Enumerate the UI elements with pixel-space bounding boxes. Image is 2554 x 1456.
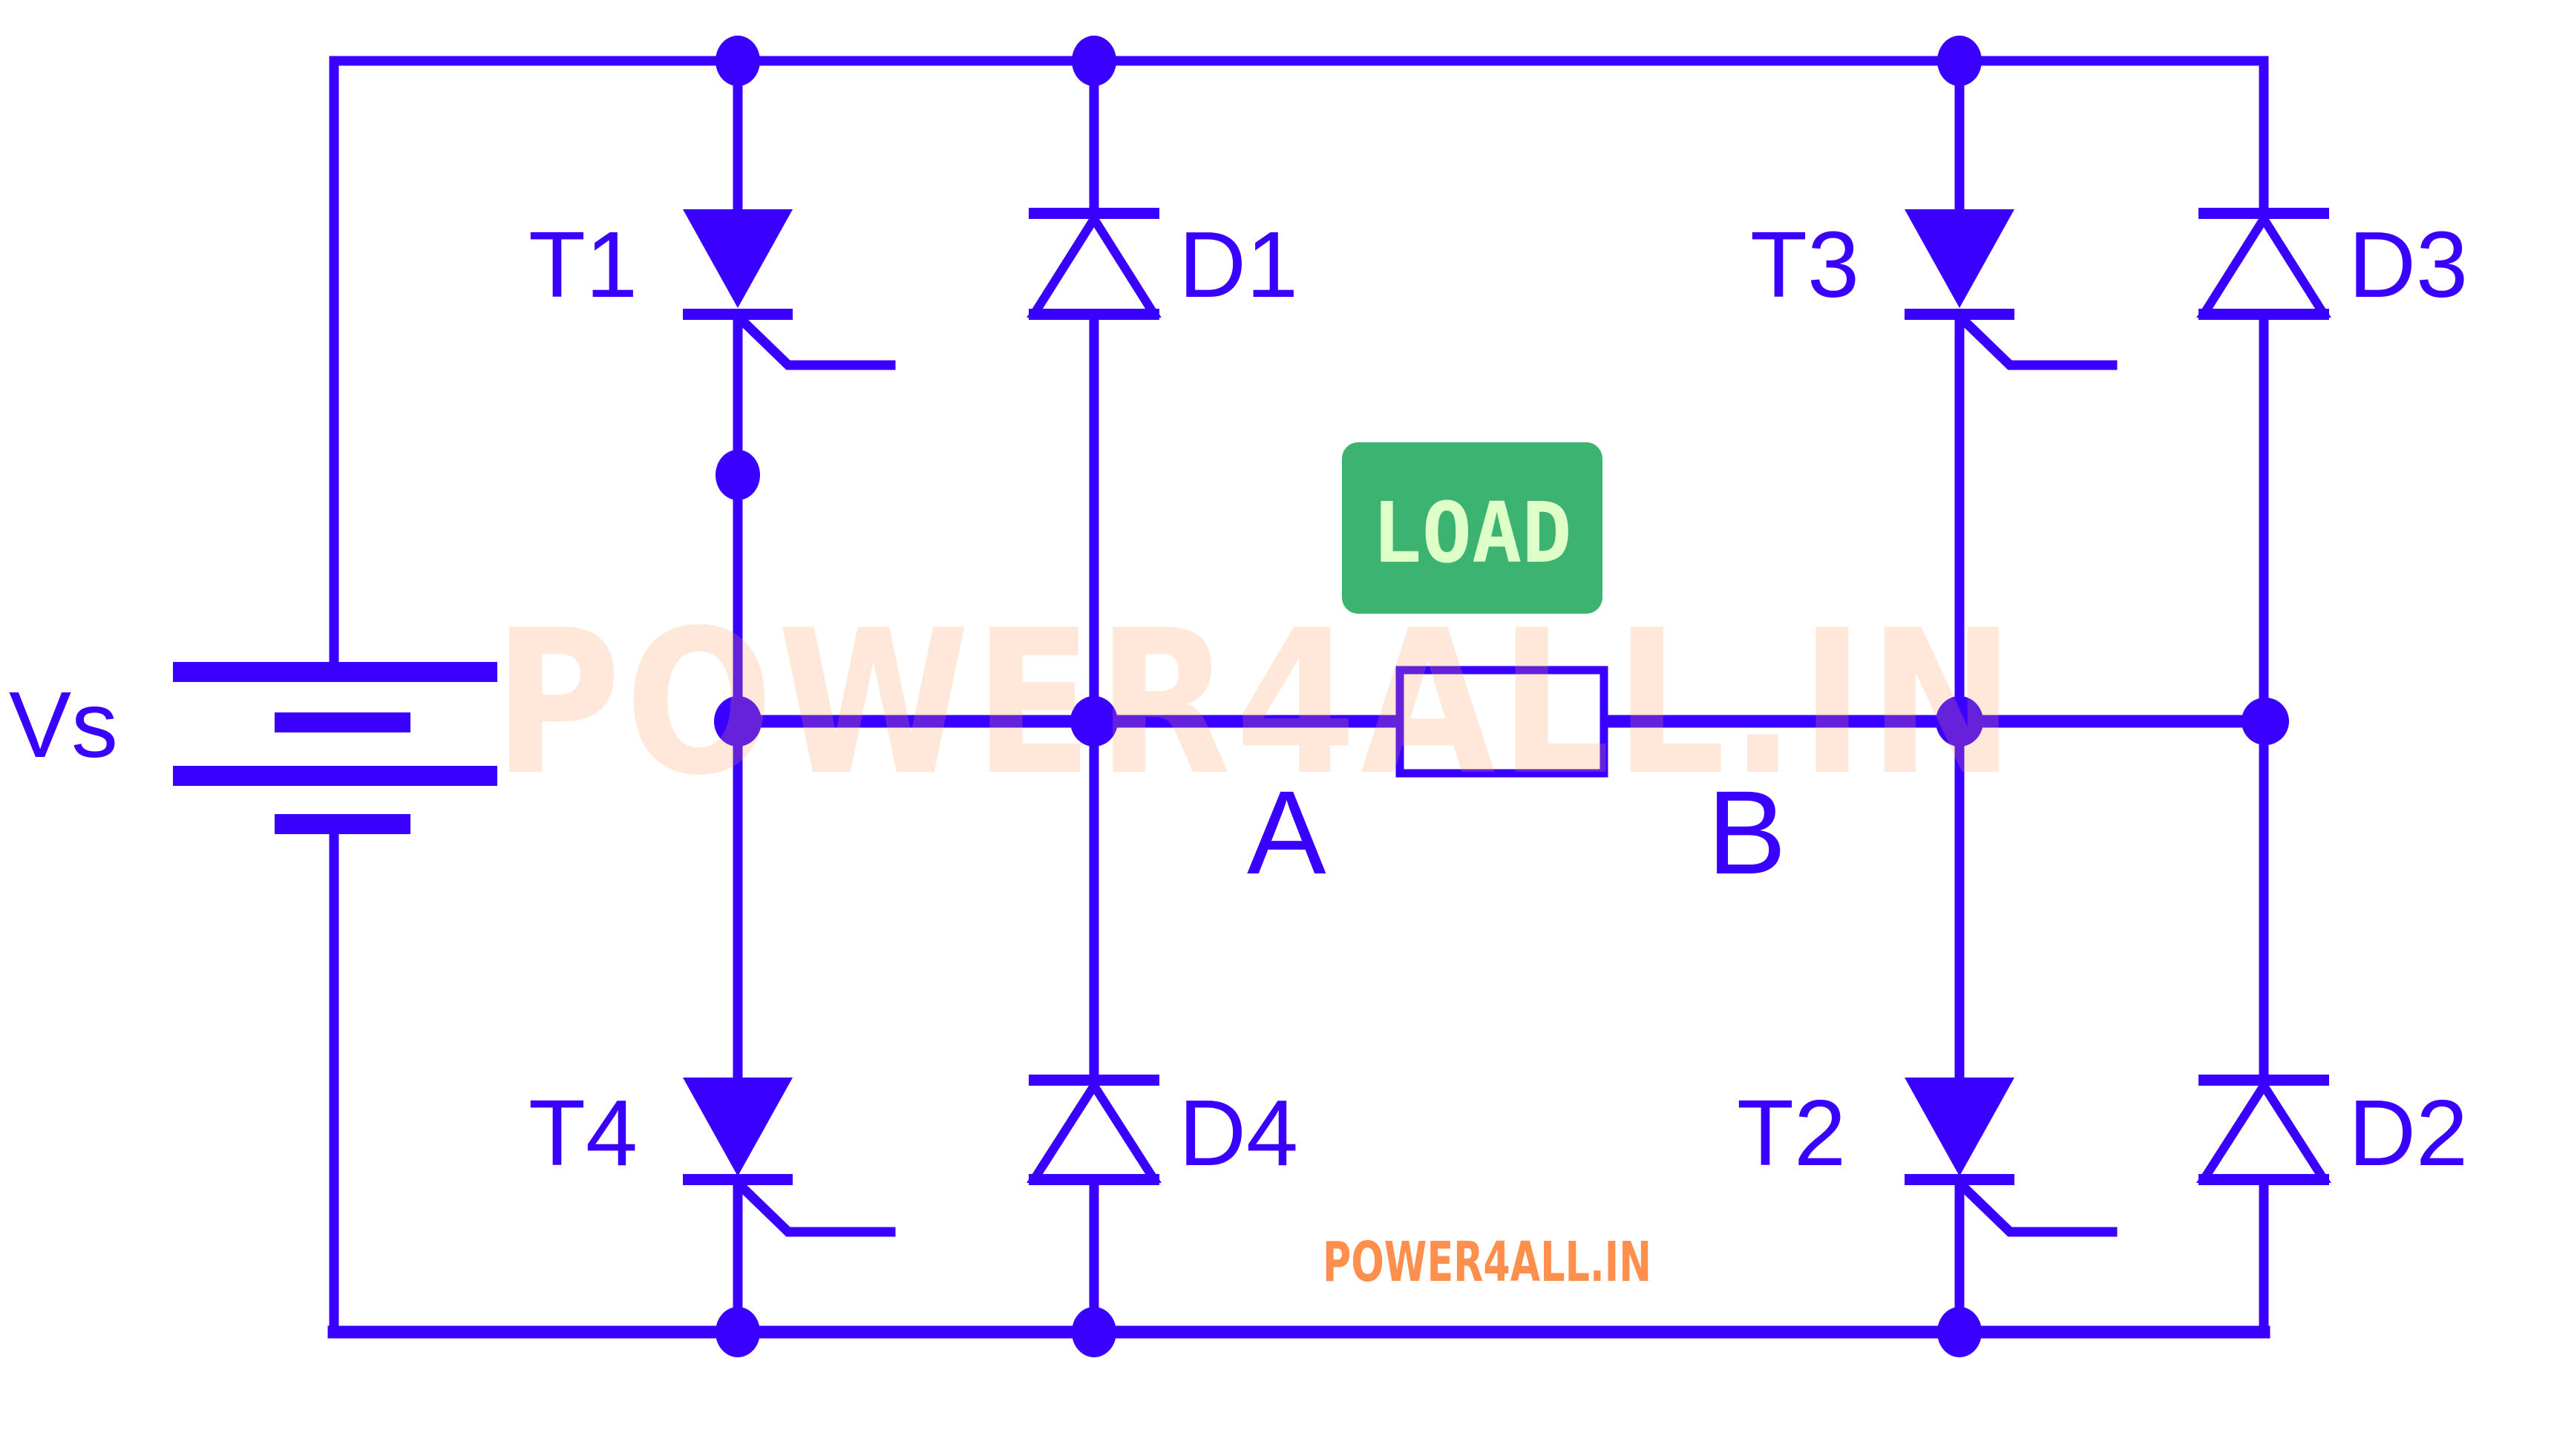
junction-dot xyxy=(716,450,760,500)
watermark-small: POWER4ALL.IN xyxy=(1323,1230,1651,1294)
thyristor-cathode-bar xyxy=(683,309,793,320)
watermark-large: POWER4ALL.IN xyxy=(494,588,2019,819)
thyristor-icon xyxy=(683,209,793,308)
junction-dot xyxy=(1072,1307,1116,1357)
junction-dot xyxy=(1070,696,1118,747)
node-label-b: B xyxy=(1707,766,1787,899)
junction-dot xyxy=(1936,696,1983,747)
diode-d3 xyxy=(2196,208,2331,320)
thyristor-icon xyxy=(1905,209,2014,308)
gate-lead xyxy=(1957,313,2118,370)
thyristor-t1 xyxy=(683,209,896,370)
label-d3: D3 xyxy=(2348,212,2468,317)
load-resistor xyxy=(1395,666,1608,778)
label-d2: D2 xyxy=(2348,1080,2468,1185)
thyristor-t4 xyxy=(683,1078,896,1237)
load-badge: LOAD xyxy=(1342,442,1602,614)
diode-d1 xyxy=(1026,208,1162,320)
gate-lead xyxy=(735,313,896,370)
junction-dot xyxy=(2242,698,2289,745)
junction-dots xyxy=(714,36,2289,1357)
battery-plate-long-1 xyxy=(173,662,497,682)
diode-d2 xyxy=(2196,1075,2331,1185)
thyristor-icon xyxy=(683,1078,793,1176)
thyristor-cathode-bar xyxy=(1905,1174,2014,1185)
thyristor-t2 xyxy=(1905,1078,2118,1237)
battery-icon xyxy=(173,662,497,834)
label-t4: T4 xyxy=(528,1080,638,1185)
thyristor-t3 xyxy=(1905,209,2118,370)
junction-dot xyxy=(716,36,760,86)
label-t2: T2 xyxy=(1737,1080,1846,1185)
junction-dot xyxy=(716,1307,760,1357)
diode-anode-bar xyxy=(2198,1174,2329,1185)
gate-lead xyxy=(1957,1180,2118,1237)
thyristor-icon xyxy=(1905,1078,2014,1176)
thyristor-cathode-bar xyxy=(683,1174,793,1185)
diode-icon xyxy=(2196,1077,2331,1183)
label-d4: D4 xyxy=(1179,1080,1298,1185)
thyristor-cathode-bar xyxy=(1905,309,2014,320)
source-label: Vs xyxy=(9,672,118,777)
junction-dot xyxy=(1937,36,1982,86)
load-badge-text: LOAD xyxy=(1372,485,1572,582)
junction-dot xyxy=(714,696,762,747)
junction-dot xyxy=(1072,36,1116,86)
load-badge-background xyxy=(1342,442,1602,614)
junction-dot xyxy=(1937,1307,1982,1357)
node-label-a: A xyxy=(1247,766,1326,899)
diode-anode-bar xyxy=(2198,309,2329,320)
diode-icon xyxy=(2196,210,2331,318)
battery-plate-short-2 xyxy=(275,814,410,834)
diode-anode-bar xyxy=(1029,309,1159,320)
gate-lead xyxy=(735,1180,896,1237)
diode-anode-bar xyxy=(1029,1174,1159,1185)
battery-plate-long-2 xyxy=(173,766,497,786)
label-t1: T1 xyxy=(528,212,638,317)
diode-icon xyxy=(1026,1077,1162,1183)
diode-d4 xyxy=(1026,1075,1162,1185)
diode-icon xyxy=(1026,210,1162,318)
battery-plate-short-1 xyxy=(275,712,410,732)
label-t3: T3 xyxy=(1750,212,1859,317)
label-d1: D1 xyxy=(1179,212,1298,317)
